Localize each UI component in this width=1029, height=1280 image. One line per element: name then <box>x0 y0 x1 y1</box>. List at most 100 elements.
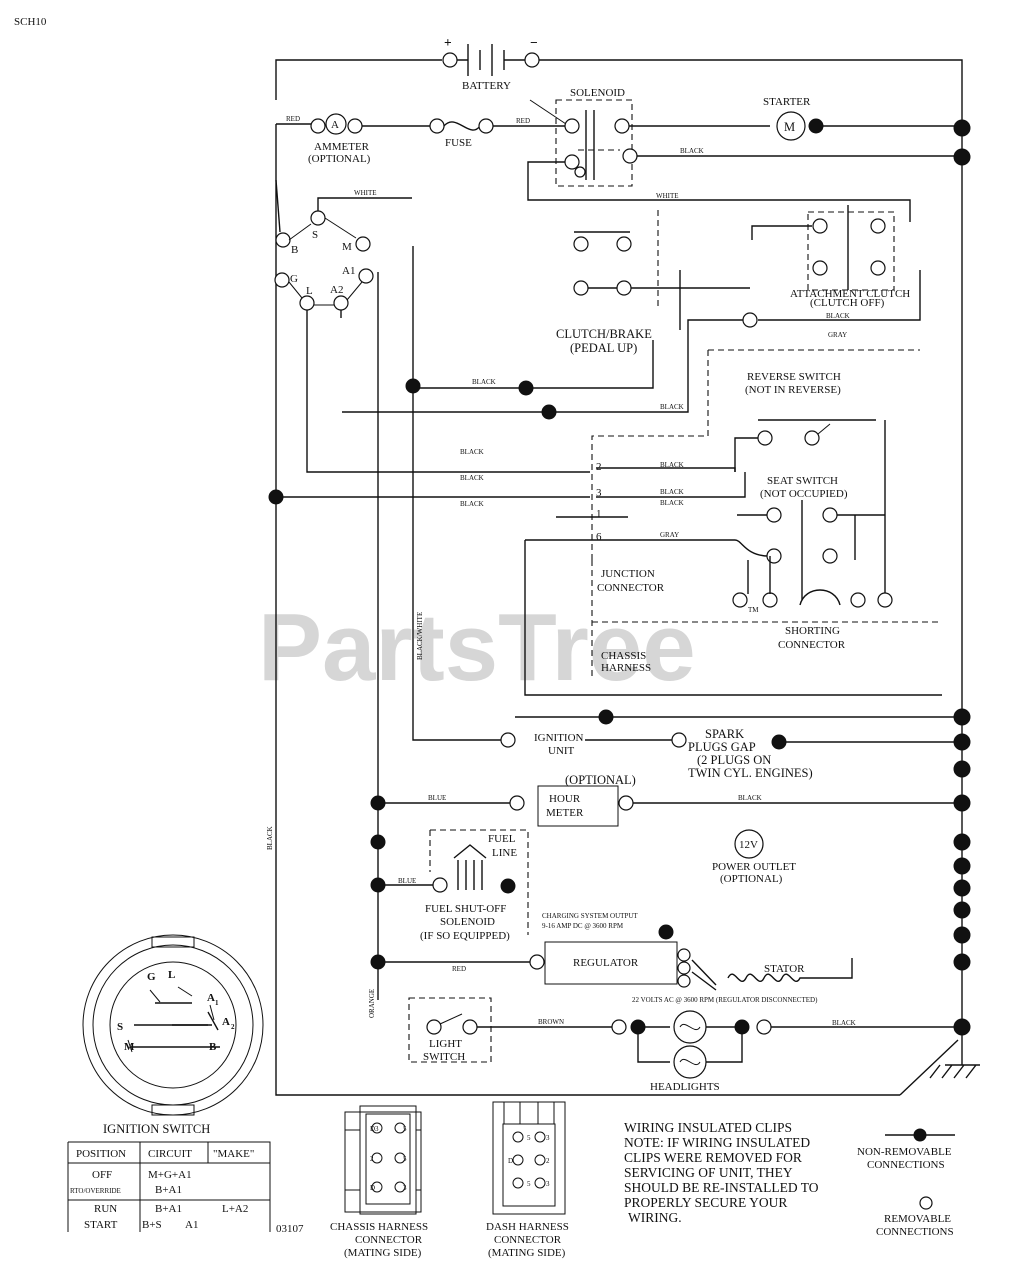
term-g: G <box>290 273 298 285</box>
dial-a2-sub: 2 <box>231 1023 235 1031</box>
chassis-harness-label: CHASSIS <box>601 650 646 662</box>
dash-pin-5: 5 <box>527 1180 531 1188</box>
term-a1: A1 <box>342 265 355 277</box>
dash-pin-1: 5 <box>527 1134 531 1142</box>
junction-pin-2: 2 <box>596 461 602 473</box>
chassis-connector-label-1: CHASSIS HARNESS <box>330 1221 428 1233</box>
fuel-solenoid-label-2: SOLENOID <box>440 916 495 928</box>
chassis-harness-connector: D3 5 2 5 D 3 CHASSIS HARNESS CONNECTOR (… <box>330 1105 428 1259</box>
ignition-switch-dial: G L A 1 S A 2 M B IGNITION SWITCH <box>82 934 264 1136</box>
row-run-position: RUN <box>94 1203 117 1215</box>
starter-symbol: M <box>784 120 795 134</box>
stator-note: 22 VOLTS AC @ 3600 RPM (REGULATOR DISCON… <box>632 996 818 1004</box>
drawing-number: 03107 <box>276 1223 304 1235</box>
ammeter-optional: (OPTIONAL) <box>308 153 371 165</box>
ammeter-label: AMMETER <box>314 141 370 153</box>
dash-connector-label-3: (MATING SIDE) <box>488 1247 566 1259</box>
charging-system: CHARGING SYSTEM OUTPUT 9-16 AMP DC @ 360… <box>370 912 971 1004</box>
ignition-switch-title: IGNITION SWITCH <box>103 1122 210 1136</box>
wire-gray-label-1: GRAY <box>828 331 847 339</box>
power-outlet-label-2: (OPTIONAL) <box>720 873 783 885</box>
dial-g: G <box>147 971 156 983</box>
dial-b: B <box>209 1041 217 1053</box>
battery-plus: + <box>444 35 452 50</box>
ignition-unit: IGNITION UNIT SPARK PLUGS GAP (2 PLUGS O… <box>500 708 971 780</box>
chassis-pin-6: 3 <box>403 1184 407 1192</box>
wire-blue-label-2: BLUE <box>398 877 416 885</box>
dial-l: L <box>168 969 175 981</box>
dash-pin-4: 2 <box>546 1157 550 1165</box>
wiring-notes: WIRING INSULATED CLIPS NOTE: IF WIRING I… <box>624 1120 819 1225</box>
wire-black-label-9: BLACK <box>460 474 484 482</box>
fuel-line-label-1: FUEL <box>488 833 516 845</box>
wire-black-label-11: BLACK <box>738 794 762 802</box>
harness-trunks: BLACK/WHITE BLACK ORANGE <box>266 246 525 1018</box>
spark-plugs-label-4: TWIN CYL. ENGINES) <box>688 766 813 780</box>
main-feed-row: RED A AMMETER (OPTIONAL) FUSE RED SOLENO… <box>276 87 971 222</box>
chassis-pin-3: 2 <box>370 1155 374 1163</box>
watermark-tm: TM <box>748 606 759 614</box>
junction-connector-label: JUNCTION <box>601 568 655 580</box>
hour-meter-label-1: HOUR <box>549 793 581 805</box>
wire-brown-label: BROWN <box>538 1018 564 1026</box>
spark-plugs-label-2: PLUGS GAP <box>688 740 756 754</box>
note-line-1: WIRING INSULATED CLIPS <box>624 1120 792 1135</box>
dash-pin-2: 3 <box>546 1134 550 1142</box>
row-rto-position: RTO/OVERRIDE <box>70 1187 121 1195</box>
dial-a1: A <box>207 992 215 1004</box>
ammeter-symbol: A <box>331 119 339 131</box>
legend-nonremovable-2: CONNECTIONS <box>867 1159 945 1171</box>
term-a2: A2 <box>330 284 343 296</box>
dash-harness-connector: 5 3 D 2 5 3 DASH HARNESS CONNECTOR (MATI… <box>486 1101 569 1259</box>
fuel-solenoid-label-3: (IF SO EQUIPPED) <box>420 930 510 942</box>
chassis-harness-label-2: HARNESS <box>601 662 651 674</box>
table-header-make: "MAKE" <box>213 1148 254 1160</box>
shorting-connector-label-2: CONNECTOR <box>778 639 846 651</box>
power-outlet-symbol: 12V <box>739 839 758 851</box>
chassis-pin-2: 5 <box>403 1125 407 1133</box>
row-start-circuit: B+S <box>142 1219 162 1231</box>
clutch-switches: CLUTCH/BRAKE (PEDAL UP) BLACK ATTACHMENT… <box>342 205 921 420</box>
term-s: S <box>312 229 318 241</box>
light-switch-label-1: LIGHT <box>429 1038 462 1050</box>
wire-white-label-2: WHITE <box>354 189 377 197</box>
wire-red-label-1: RED <box>286 115 300 123</box>
junction-pin-3: 3 <box>596 487 602 499</box>
table-header-circuit: CIRCUIT <box>148 1148 192 1160</box>
wire-black-label-10: BLACK <box>460 500 484 508</box>
stator-label: STATOR <box>764 963 805 975</box>
battery: + − BATTERY <box>442 35 540 92</box>
wire-blue-label-1: BLUE <box>428 794 446 802</box>
row-off-position: OFF <box>92 1169 112 1181</box>
starter-label: STARTER <box>763 96 811 108</box>
legend-removable-1: REMOVABLE <box>884 1213 951 1225</box>
wire-black-label-left: BLACK <box>266 826 274 850</box>
wire-black-label-4: BLACK <box>660 403 684 411</box>
wire-black-label-3: BLACK <box>826 312 850 320</box>
connection-legend: NON-REMOVABLE CONNECTIONS REMOVABLE CONN… <box>857 1128 955 1238</box>
light-switch-label-2: SWITCH <box>423 1051 465 1063</box>
shorting-connector-label: SHORTING <box>785 625 840 637</box>
wire-black-label-12: BLACK <box>832 1019 856 1027</box>
spark-plugs-label-1: SPARK <box>705 727 744 741</box>
note-line-6: PROPERLY SECURE YOUR <box>624 1195 787 1210</box>
wire-black-label-6: BLACK <box>660 488 684 496</box>
note-line-2: NOTE: IF WIRING INSULATED <box>624 1135 810 1150</box>
wire-red-label-3: RED <box>452 965 466 973</box>
hour-meter: (OPTIONAL) BLUE HOUR METER BLACK <box>370 773 971 827</box>
charging-output-1: CHARGING SYSTEM OUTPUT <box>542 912 638 920</box>
dash-pin-3: D <box>508 1157 513 1165</box>
wire-blackwhite-label: BLACK/WHITE <box>416 612 424 660</box>
wire-orange-label: ORANGE <box>368 989 376 1018</box>
wire-red-label-2: RED <box>516 117 530 125</box>
dial-m: M <box>124 1041 135 1053</box>
clutch-brake-label: CLUTCH/BRAKE <box>556 327 652 341</box>
dial-a1-sub: 1 <box>215 999 219 1007</box>
legend-removable-2: CONNECTIONS <box>876 1226 954 1238</box>
dash-pin-6: 3 <box>546 1180 550 1188</box>
regulator-label: REGULATOR <box>573 957 639 969</box>
battery-label: BATTERY <box>462 80 511 92</box>
attachment-clutch-off: (CLUTCH OFF) <box>810 297 885 309</box>
clutch-brake-pedal-up: (PEDAL UP) <box>570 341 637 355</box>
